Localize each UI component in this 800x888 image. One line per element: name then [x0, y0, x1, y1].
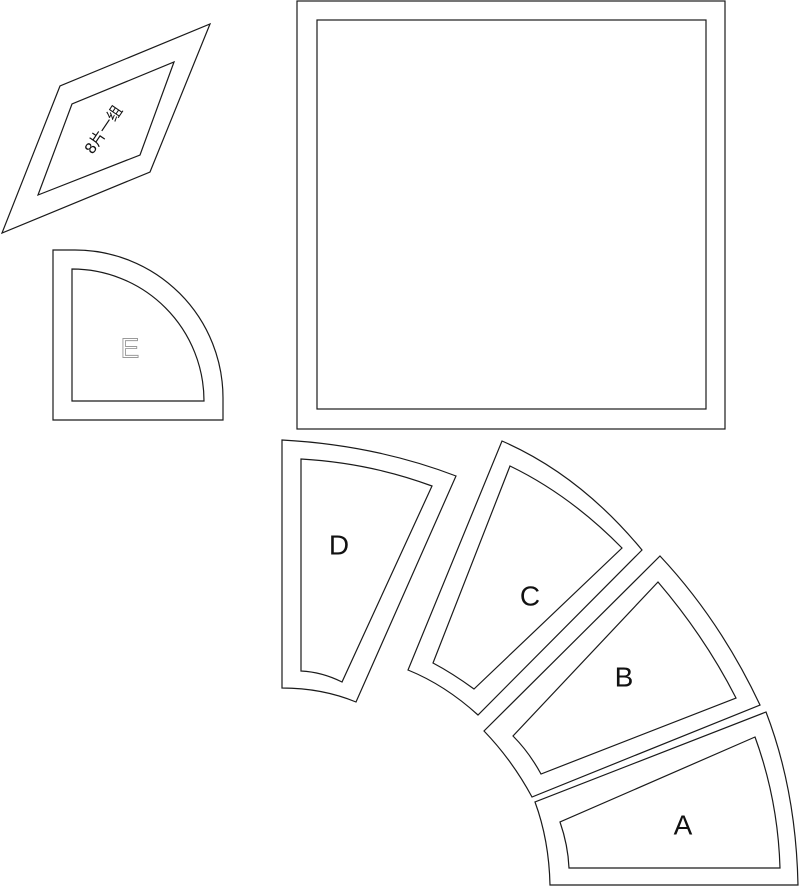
piece-label-c: C	[520, 580, 540, 611]
square-piece	[296, 0, 726, 430]
arc-piece-d: D	[281, 439, 457, 703]
arc-d-seam-line	[300, 458, 433, 683]
piece-label-d: D	[329, 529, 349, 560]
piece-label-a: A	[674, 809, 693, 840]
diamond-piece: 8片一组	[0, 22, 212, 235]
arc-c-seam-line	[432, 465, 623, 690]
square-seam-line	[316, 19, 707, 410]
arc-piece-a: A	[534, 711, 799, 886]
arc-piece-c: C	[407, 440, 643, 716]
quarter-circle-seam-line	[71, 268, 205, 402]
piece-label-e: E	[121, 332, 140, 363]
arc-a-seam-line	[559, 736, 781, 869]
piece-label-b: B	[615, 661, 634, 692]
arc-b-seam-line	[512, 581, 737, 775]
quarter-circle-piece-e: E	[52, 249, 224, 421]
arc-piece-b: B	[483, 555, 761, 798]
diamond-seam-line	[36, 60, 176, 197]
